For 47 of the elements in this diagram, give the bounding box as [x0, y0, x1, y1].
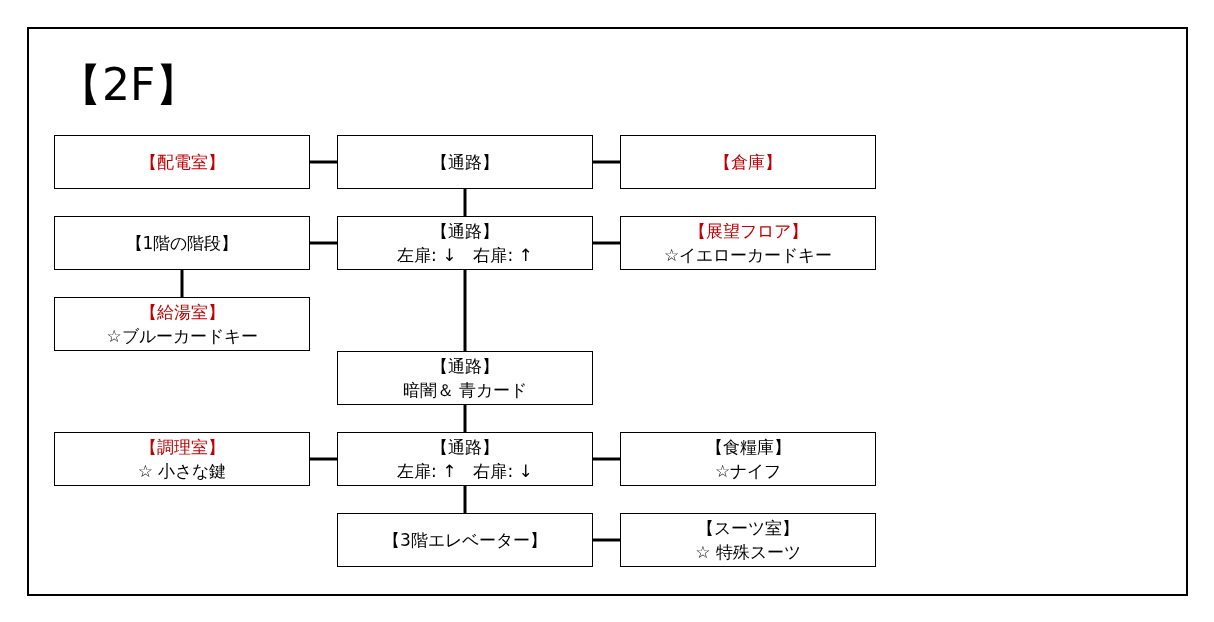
room-name: 【給湯室】 [139, 301, 225, 324]
room-note: ☆ブルーカードキー [106, 325, 258, 348]
room-box [620, 432, 876, 486]
connector-line [180, 270, 184, 297]
connector-line [593, 538, 620, 542]
room-box [54, 432, 310, 486]
room-note: 暗闇＆ 青カード [402, 379, 528, 402]
room-note: ☆ 小さな鍵 [137, 460, 227, 483]
room-name: 【通路】 [431, 355, 499, 378]
room-name: 【1階の階段】 [125, 232, 239, 255]
room-box [337, 216, 593, 270]
room-note: ☆イエローカードキー [663, 244, 833, 267]
connector-line [463, 189, 467, 216]
room-box [620, 216, 876, 270]
room-box [54, 216, 310, 270]
room-name: 【展望フロア】 [688, 220, 808, 243]
room-name: 【通路】 [431, 436, 499, 459]
room-name: 【調理室】 [139, 436, 225, 459]
connector-line [310, 241, 337, 245]
room-box [337, 432, 593, 486]
room-name: 【通路】 [431, 220, 499, 243]
connector-line [310, 160, 337, 164]
room-box [337, 513, 593, 567]
connector-line [593, 160, 620, 164]
room-box [337, 135, 593, 189]
connector-line [310, 457, 337, 461]
connector-line [463, 486, 467, 513]
room-name: 【通路】 [431, 151, 499, 174]
floor-title: 【2F】 [58, 58, 200, 112]
connector-line [463, 405, 467, 432]
room-name: 【3階エレベーター】 [383, 529, 547, 552]
connector-line [593, 457, 620, 461]
room-box [337, 351, 593, 405]
connector-line [463, 270, 467, 351]
room-name: 【配電室】 [139, 151, 225, 174]
room-name: 【倉庫】 [714, 151, 782, 174]
room-box [54, 135, 310, 189]
room-box [620, 513, 876, 567]
connector-line [593, 241, 620, 245]
room-box [620, 135, 876, 189]
room-note: 左扉: ↑ 右扉: ↓ [397, 460, 533, 483]
room-box [54, 297, 310, 351]
room-name: 【スーツ室】 [697, 517, 799, 540]
room-note: ☆ナイフ [714, 460, 782, 483]
room-note: 左扉: ↓ 右扉: ↑ [397, 244, 533, 267]
room-name: 【食糧庫】 [705, 436, 791, 459]
room-note: ☆ 特殊スーツ [695, 541, 801, 564]
